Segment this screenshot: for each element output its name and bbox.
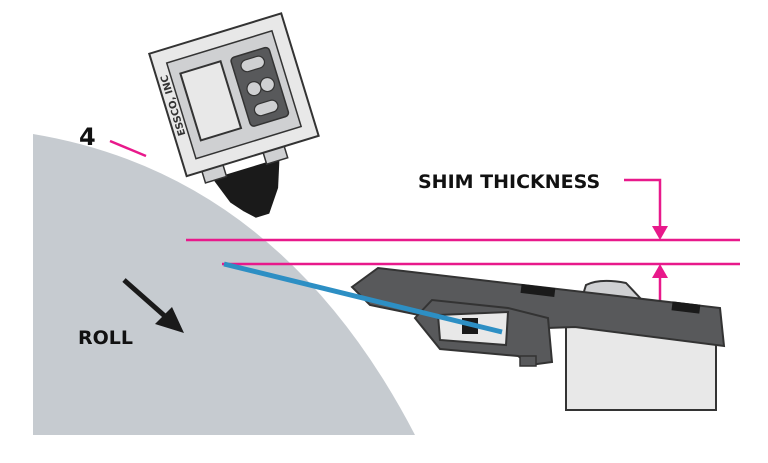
device-button-bottom	[253, 99, 279, 117]
shim-leader	[624, 178, 662, 228]
arm-pad-left	[520, 283, 556, 298]
shim-arrow-up-icon	[652, 264, 668, 304]
roll-label: ROLL	[78, 327, 133, 349]
device-button-top	[240, 55, 266, 73]
shim-arrow-down-icon	[652, 226, 668, 240]
device-screen	[179, 59, 243, 142]
shim-thickness-label: SHIM THICKNESS	[418, 171, 600, 193]
roll-direction-arrow-icon	[122, 278, 184, 333]
fixture-arm	[350, 266, 726, 348]
gauge-device: ESSCO, INC	[147, 12, 320, 218]
arm-pad-right	[671, 301, 701, 314]
fixture-assembly	[350, 266, 726, 411]
measurement-beam	[223, 261, 503, 335]
callout-number: 4	[79, 123, 96, 151]
probe-base	[212, 158, 280, 218]
callout-leader	[109, 139, 147, 158]
roll-surface	[33, 134, 415, 435]
device-button-mid-right	[259, 76, 276, 93]
bracket-foot	[519, 355, 537, 367]
